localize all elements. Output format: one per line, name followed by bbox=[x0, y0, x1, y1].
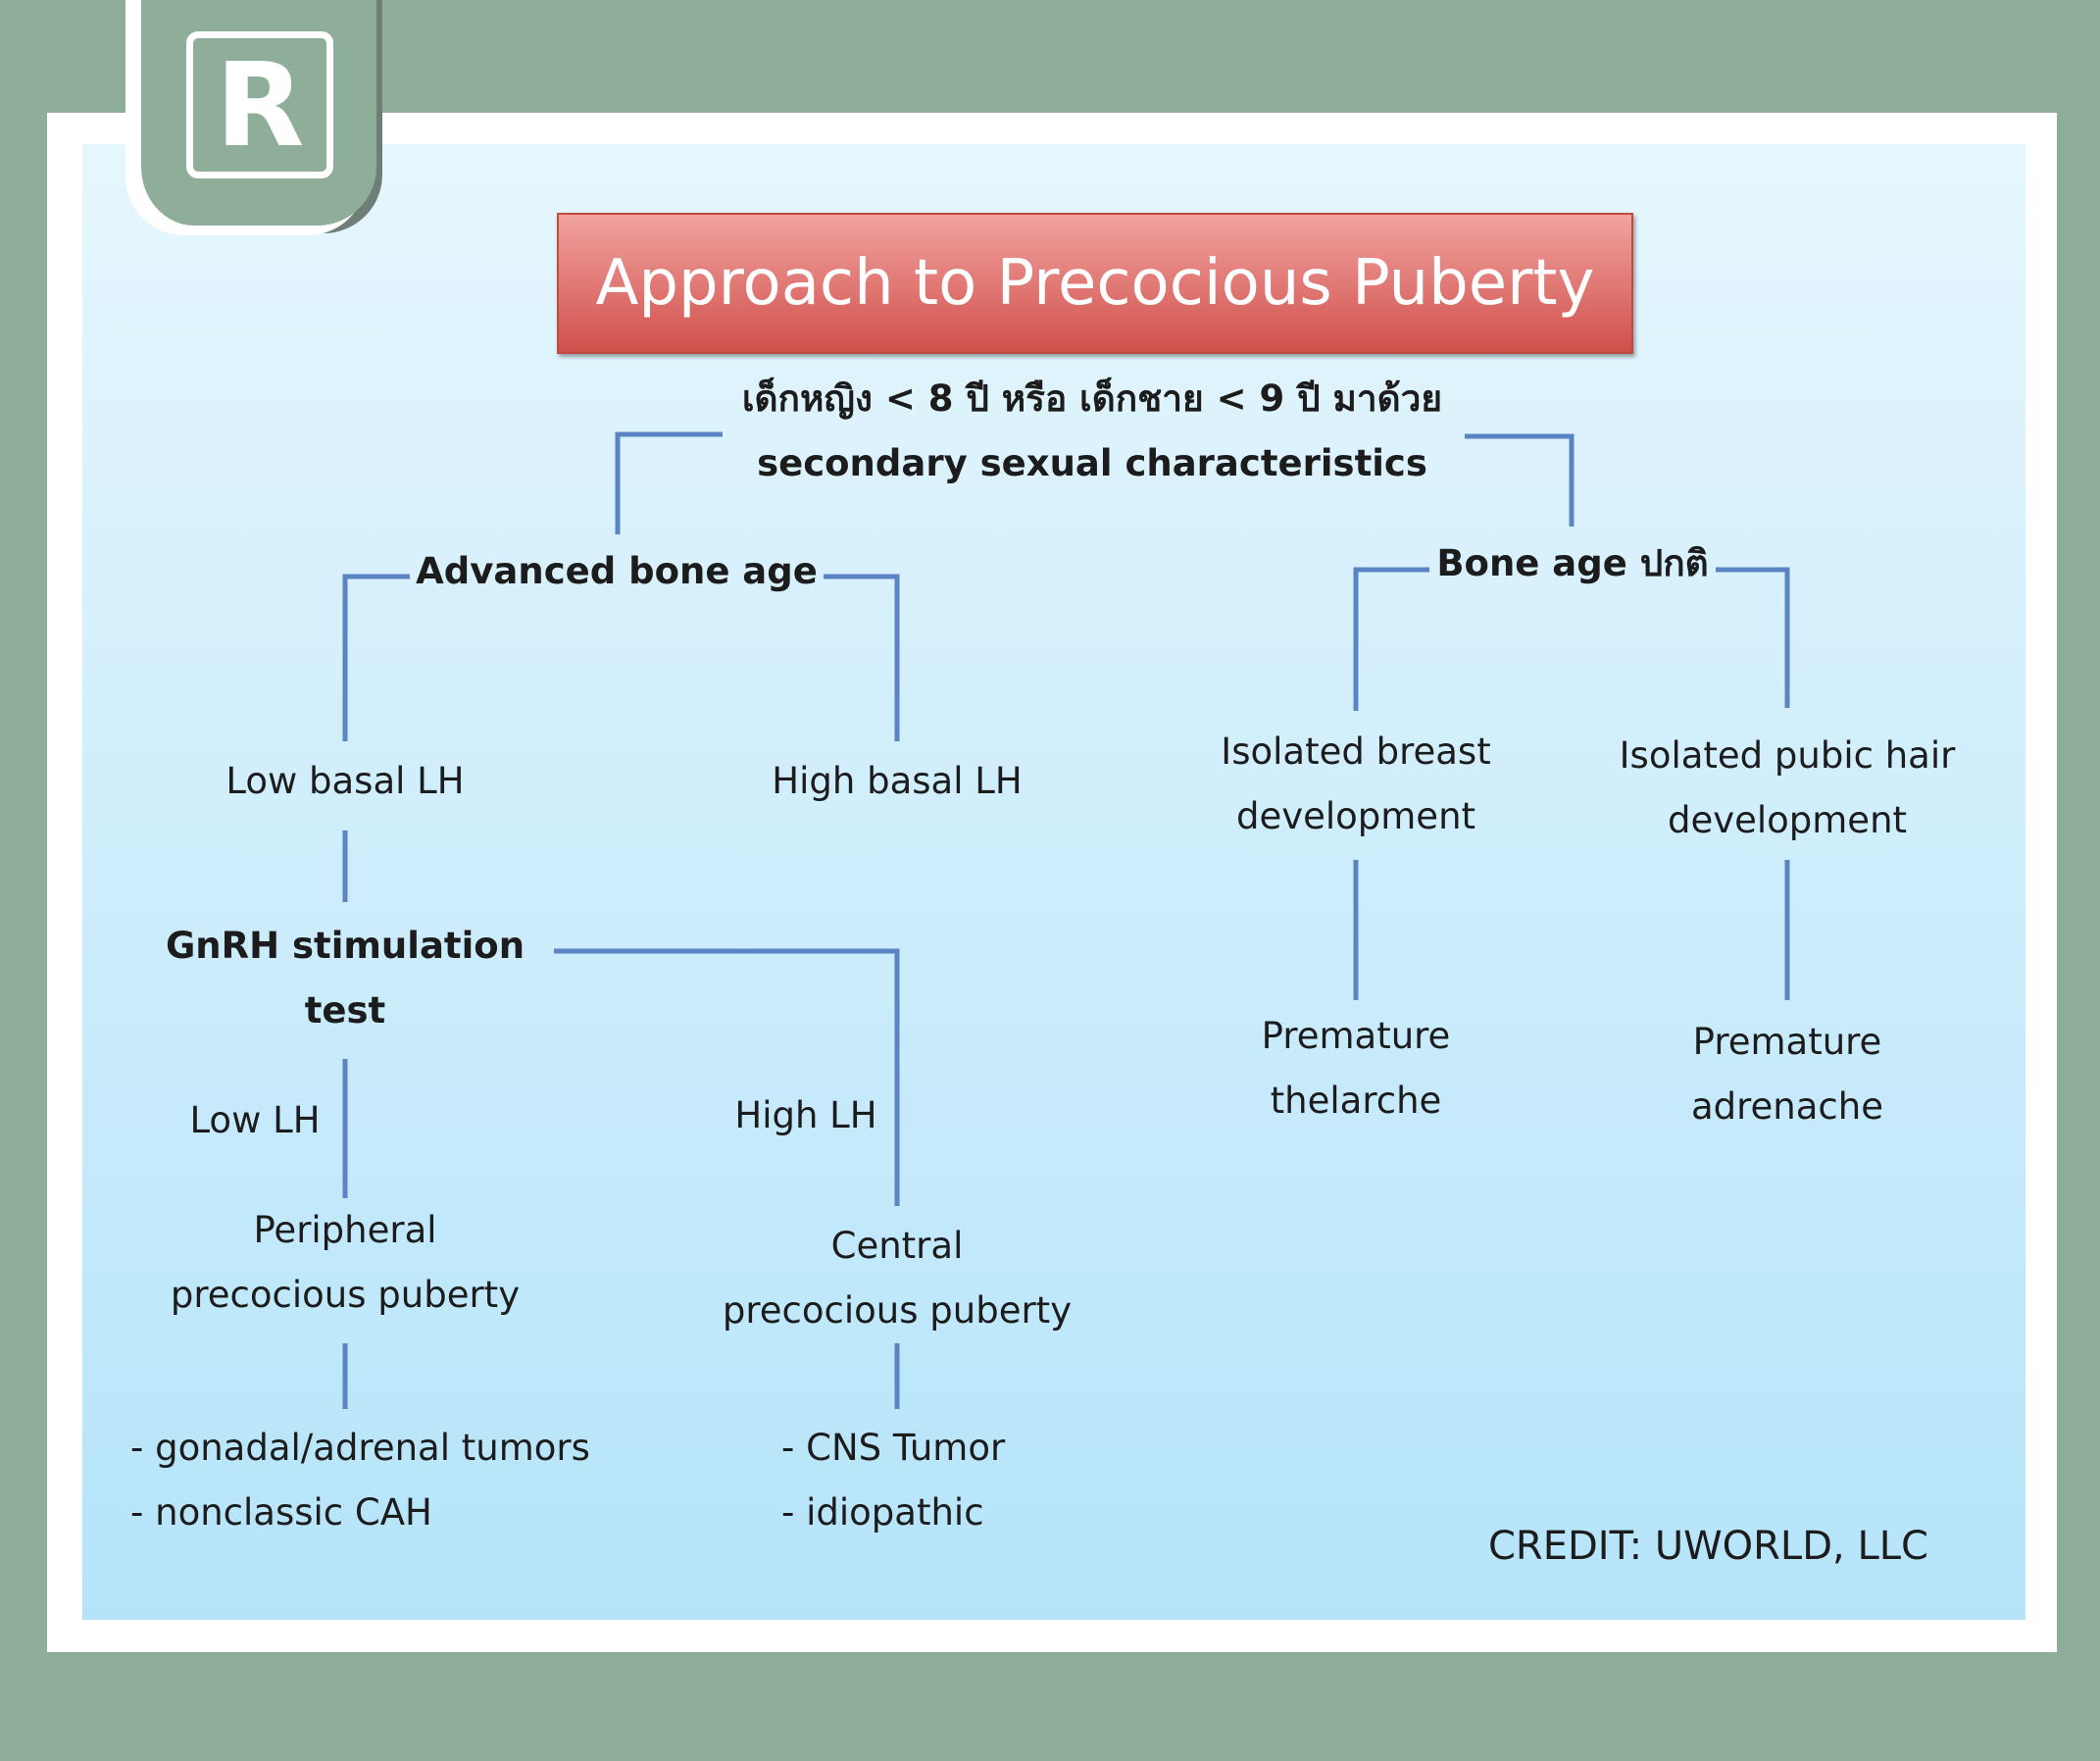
connector-root-left bbox=[615, 431, 723, 534]
node-low-lh: Low LH bbox=[189, 1099, 321, 1141]
node-isolated-breast-line1: Isolated breast bbox=[1221, 730, 1491, 773]
root-criteria-line1: เด็กหญิง < 8 ปี หรือ เด็กชาย < 9 ปี มาด้… bbox=[741, 377, 1443, 420]
node-central-line1: Central bbox=[830, 1225, 964, 1267]
node-bone-age-normal: Bone age ปกติ bbox=[1436, 542, 1709, 584]
diagram-panel bbox=[82, 144, 2025, 1620]
node-high-lh: High LH bbox=[734, 1094, 877, 1136]
node-thelarche-line2: thelarche bbox=[1270, 1080, 1442, 1122]
connector-boneage-left bbox=[1353, 567, 1429, 711]
logo-tab: R bbox=[135, 0, 376, 226]
node-adrenarche-line1: Premature bbox=[1692, 1021, 1882, 1063]
node-low-basal-lh: Low basal LH bbox=[225, 760, 465, 802]
connector-boneage-right bbox=[1716, 567, 1790, 708]
peripheral-cause-1: - gonadal/adrenal tumors bbox=[130, 1427, 590, 1469]
node-high-basal-lh: High basal LH bbox=[772, 760, 1023, 802]
node-gnrh-line2: test bbox=[304, 989, 386, 1031]
node-peripheral-line1: Peripheral bbox=[253, 1209, 437, 1251]
node-adrenarche-line2: adrenache bbox=[1690, 1085, 1883, 1128]
connector-advanced-right bbox=[824, 574, 900, 741]
connector-gnrh-highlh bbox=[554, 948, 900, 1206]
node-isolated-pubic-line1: Isolated pubic hair bbox=[1619, 734, 1956, 777]
root-criteria-line2: secondary sexual characteristics bbox=[757, 442, 1427, 484]
node-gnrh-line1: GnRH stimulation bbox=[165, 925, 525, 967]
title-banner: Approach to Precocious Puberty bbox=[557, 213, 1633, 354]
page-title: Approach to Precocious Puberty bbox=[595, 247, 1595, 320]
node-peripheral-line2: precocious puberty bbox=[170, 1274, 521, 1316]
node-isolated-pubic-line2: development bbox=[1667, 799, 1908, 841]
central-cause-1: - CNS Tumor bbox=[781, 1427, 1006, 1469]
central-cause-2: - idiopathic bbox=[781, 1491, 984, 1534]
node-central-line2: precocious puberty bbox=[722, 1289, 1073, 1332]
peripheral-cause-2: - nonclassic CAH bbox=[130, 1491, 432, 1534]
logo-letter: R bbox=[215, 37, 305, 173]
node-thelarche-line1: Premature bbox=[1261, 1015, 1451, 1057]
credit-text: CREDIT: UWORLD, LLC bbox=[1488, 1524, 1928, 1569]
node-advanced-bone-age: Advanced bone age bbox=[416, 550, 818, 592]
connector-advanced-left bbox=[342, 574, 410, 741]
connector-root-right bbox=[1465, 433, 1575, 527]
node-isolated-breast-line2: development bbox=[1235, 795, 1476, 837]
logo-box: R bbox=[186, 31, 333, 178]
